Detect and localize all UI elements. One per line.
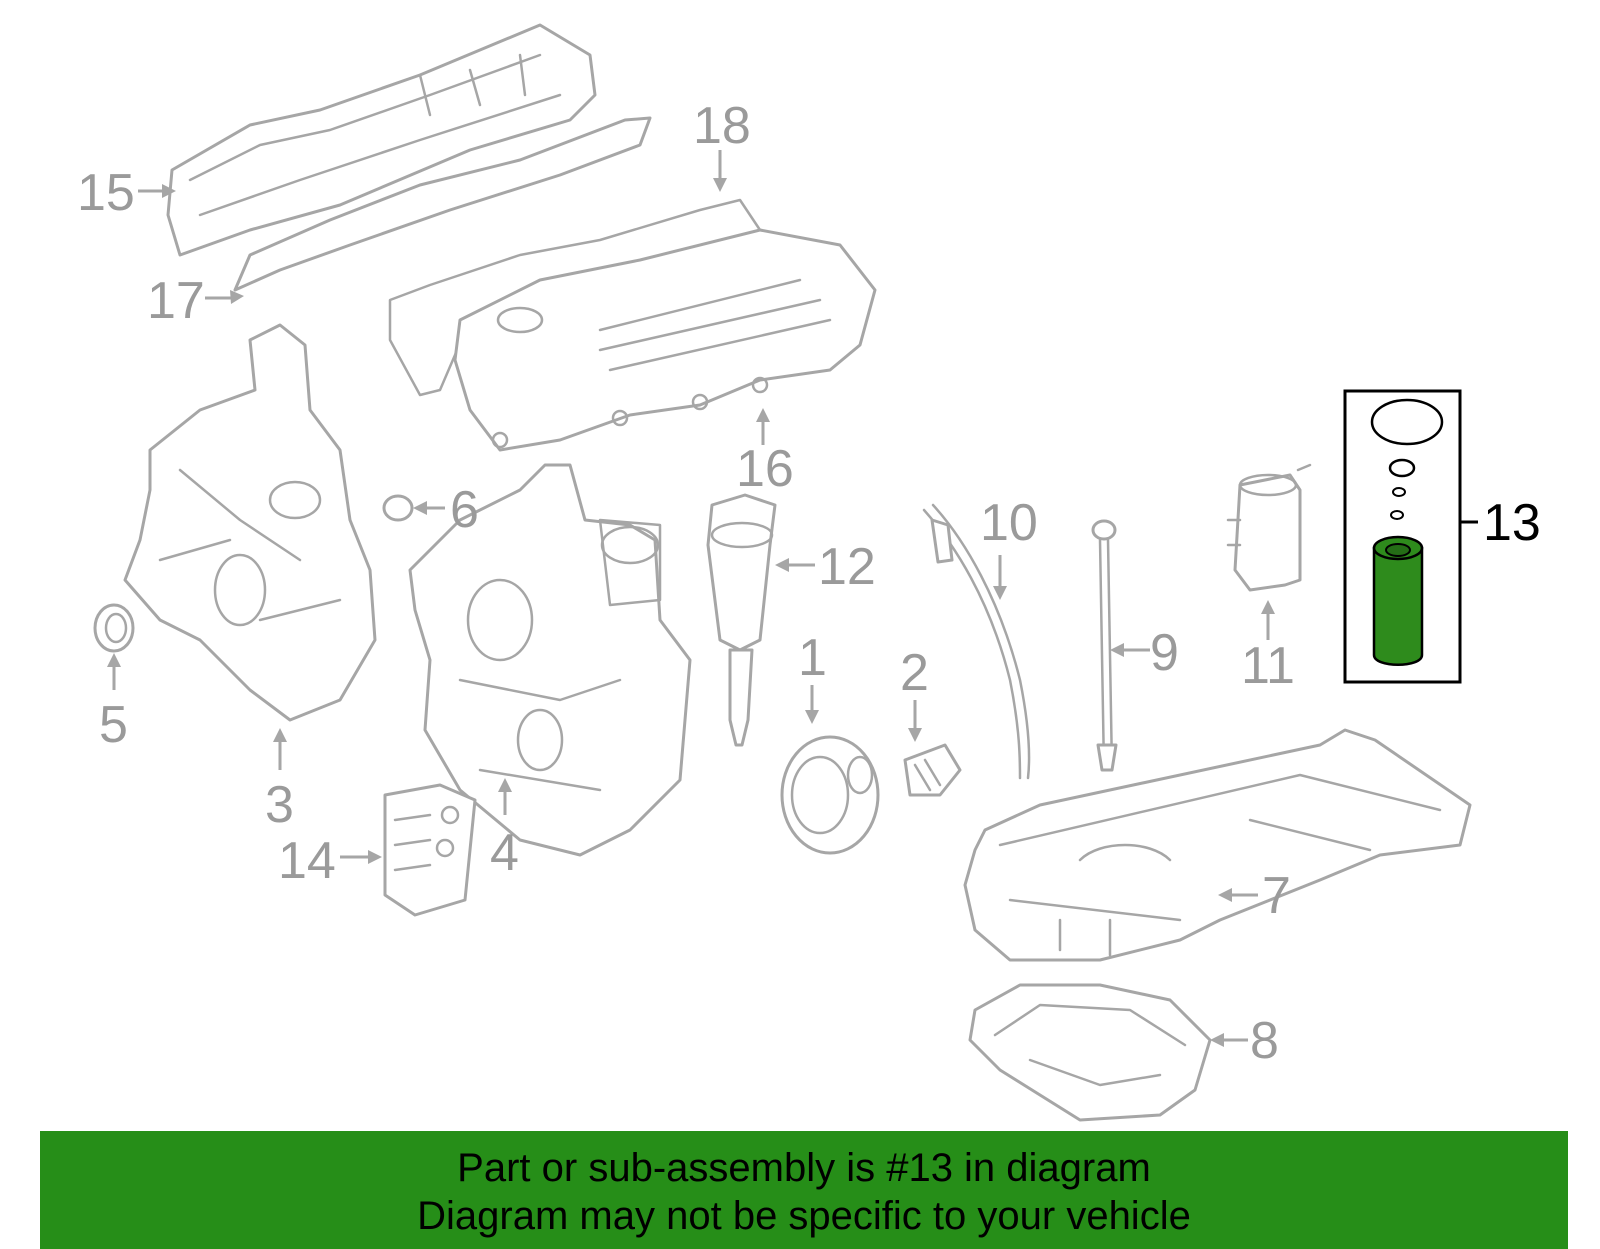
part-9-dipstick[interactable] [1091, 519, 1118, 772]
info-banner: Part or sub-assembly is #13 in diagram D… [40, 1131, 1568, 1249]
part-6-plug[interactable] [382, 494, 414, 522]
part-16-valve-cover[interactable] [453, 228, 877, 452]
part-1-pulley[interactable] [780, 735, 880, 855]
leader-lines [107, 150, 1478, 1047]
callout-4: 4 [490, 824, 519, 882]
part-11-canister[interactable] [1226, 463, 1312, 592]
callout-9: 9 [1150, 624, 1179, 682]
callout-labels: 15 17 18 16 6 5 3 4 14 12 1 2 10 9 11 7 … [77, 97, 1541, 1070]
callout-1: 1 [798, 629, 827, 687]
part-8-oil-pan-lower[interactable] [968, 983, 1212, 1122]
part-2-bolt[interactable] [903, 743, 962, 797]
banner-line-1: Part or sub-assembly is #13 in diagram [457, 1146, 1151, 1190]
callout-13: 13 [1483, 494, 1541, 552]
part-5-seal[interactable] [93, 603, 135, 653]
callout-11: 11 [1241, 637, 1295, 695]
part-17-gasket[interactable] [233, 116, 652, 292]
callout-10: 10 [980, 494, 1038, 552]
callout-16: 16 [736, 440, 794, 498]
part-3-timing-cover[interactable] [123, 323, 377, 722]
part-7-oil-pan-upper[interactable] [963, 728, 1472, 962]
callout-5: 5 [99, 696, 128, 754]
part-15-engine-cover[interactable] [166, 23, 597, 257]
part-4-timing-case[interactable] [408, 463, 692, 857]
callout-15: 15 [77, 164, 135, 222]
part-10-dipstick-tube[interactable] [922, 503, 1031, 780]
callout-12: 12 [818, 538, 876, 596]
callout-17: 17 [147, 272, 205, 330]
callout-3: 3 [265, 776, 294, 834]
callout-2: 2 [900, 644, 929, 702]
part-14-oil-cooler[interactable] [383, 783, 477, 917]
part-12-filter-housing[interactable] [706, 493, 777, 747]
callout-7: 7 [1262, 867, 1291, 925]
callout-6: 6 [450, 481, 479, 539]
callout-18: 18 [693, 97, 751, 155]
part-13-oil-filter-kit[interactable] [1343, 389, 1462, 684]
banner-line-2: Diagram may not be specific to your vehi… [417, 1194, 1191, 1238]
callout-8: 8 [1250, 1012, 1279, 1070]
callout-14: 14 [278, 832, 336, 890]
